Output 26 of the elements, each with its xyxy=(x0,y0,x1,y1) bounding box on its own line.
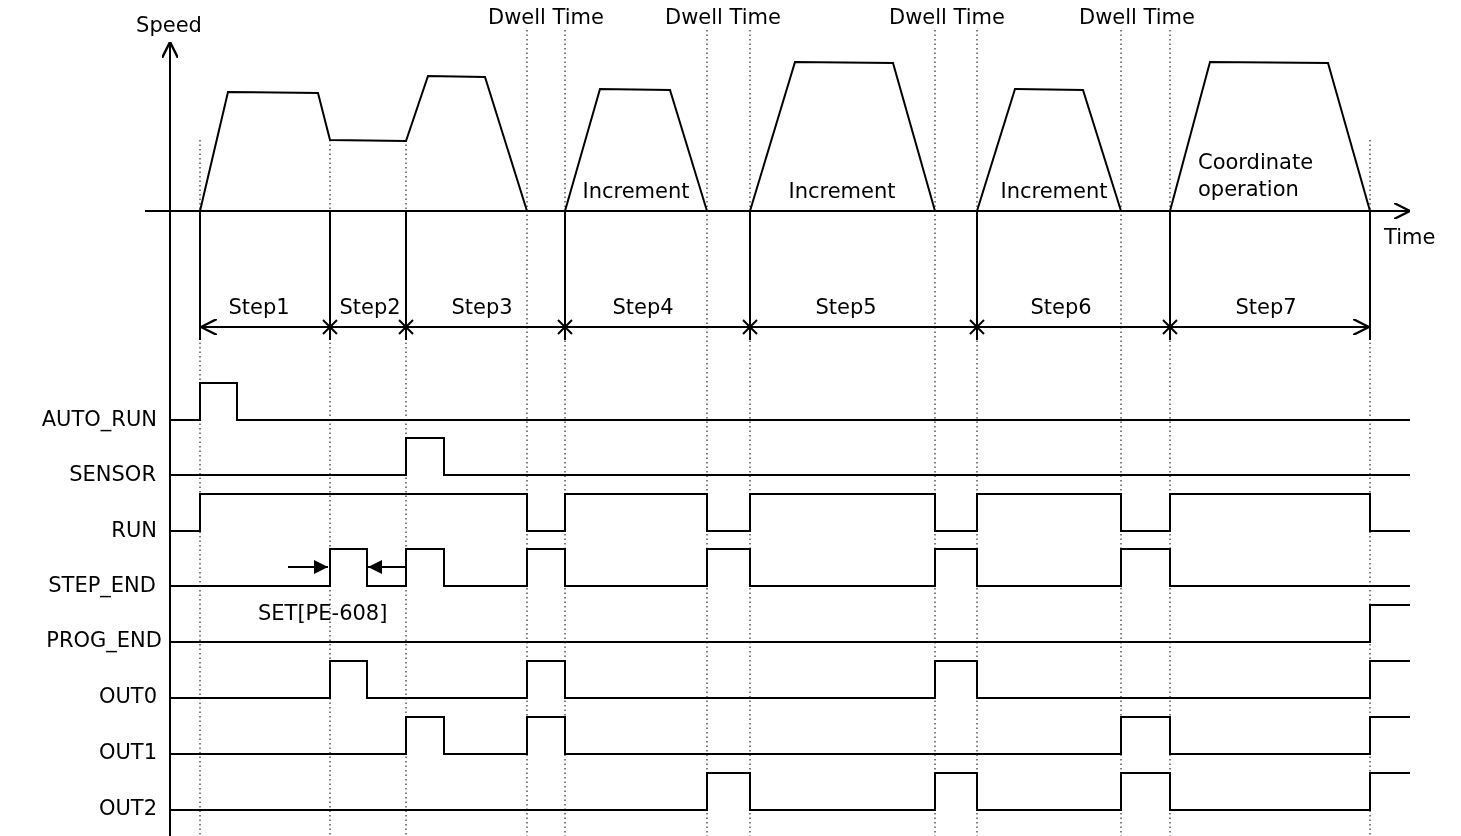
interval-label: Dwell Time xyxy=(488,4,604,32)
interval-label: Dwell Time xyxy=(889,4,1005,32)
mode-label: Increment xyxy=(788,178,896,206)
step-label: Step7 xyxy=(1235,294,1297,322)
signal-name: PROG_END xyxy=(46,627,162,655)
mode-label: Increment xyxy=(582,178,690,206)
step-label: Step5 xyxy=(815,294,877,322)
mode-label: Increment xyxy=(1000,178,1108,206)
signal-name: RUN xyxy=(111,517,157,545)
mode-label: Coordinate operation xyxy=(1198,148,1315,203)
step-label: Step3 xyxy=(451,294,513,322)
step-label: Step2 xyxy=(339,294,401,322)
interval-label: Dwell Time xyxy=(1079,4,1195,32)
step-label: Step4 xyxy=(612,294,674,322)
signal-name: OUT2 xyxy=(98,795,157,823)
parameter-label: SET[PE-608] xyxy=(258,600,388,628)
signal-name: OUT1 xyxy=(98,739,157,767)
axis-label: Time xyxy=(1384,224,1436,252)
signal-name: AUTO_RUN xyxy=(41,406,157,434)
step-label: Step1 xyxy=(228,294,290,322)
axis-label: Speed xyxy=(136,12,202,40)
signal-name: SENSOR xyxy=(69,461,156,489)
signal-name: OUT0 xyxy=(98,683,157,711)
interval-label: Dwell Time xyxy=(665,4,781,32)
step-label: Step6 xyxy=(1030,294,1092,322)
signal-name: STEP_END xyxy=(48,572,156,600)
